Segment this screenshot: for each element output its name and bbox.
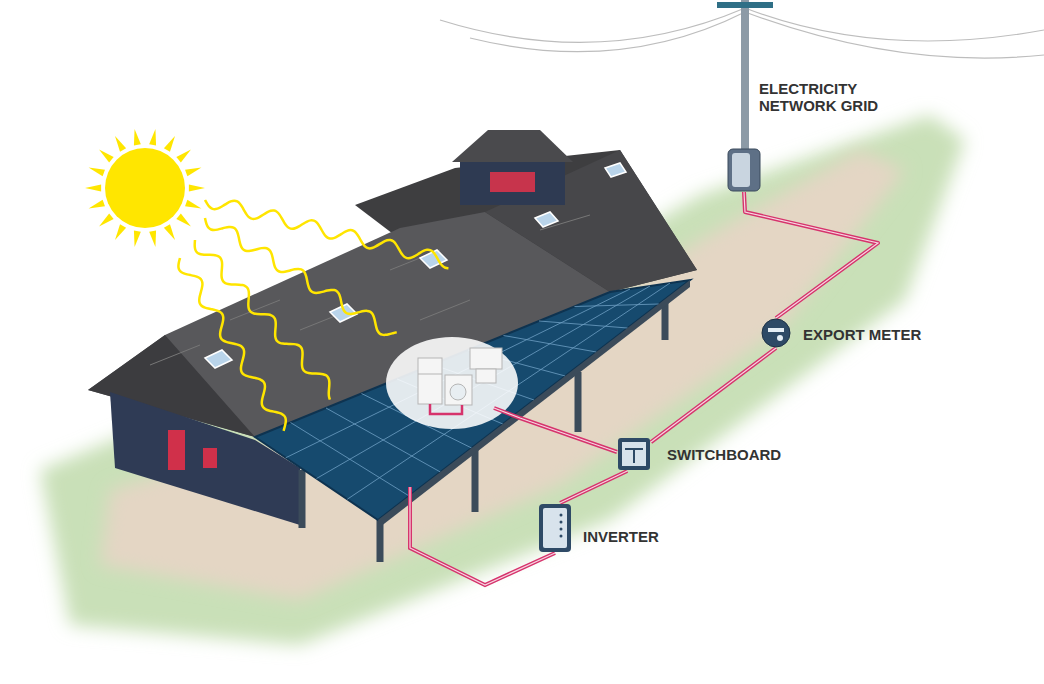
cable — [410, 404, 617, 585]
cable-highlight — [560, 471, 627, 503]
component-label: ELECTRICITY NETWORK GRID — [759, 80, 894, 114]
grid-connection-box: ELECTRICITY NETWORK GRID — [727, 148, 761, 192]
export-meter: EXPORT METER — [761, 318, 791, 348]
component-icon — [761, 318, 791, 348]
sun-rays — [178, 200, 448, 431]
cable — [744, 192, 878, 318]
component-icon — [538, 503, 572, 553]
appliances — [418, 348, 502, 405]
power-pole — [741, 0, 749, 150]
cable-group — [560, 471, 627, 503]
cupola-wall — [460, 160, 565, 205]
cupola-window — [490, 172, 535, 192]
power-line — [440, 8, 745, 42]
component-label: SWITCHBOARD — [667, 446, 781, 463]
component-label: EXPORT METER — [803, 326, 921, 343]
component-icon — [727, 148, 761, 192]
cupola-roof — [452, 130, 573, 162]
solar-panel-roof — [255, 280, 690, 520]
door — [168, 430, 185, 470]
window — [203, 448, 217, 468]
cable-group — [744, 192, 878, 318]
cable — [651, 348, 776, 442]
cable — [560, 471, 627, 503]
inverter: INVERTER — [538, 503, 572, 553]
cable-highlight — [651, 348, 776, 442]
power-line — [470, 12, 745, 52]
power-line — [745, 12, 1044, 58]
sun — [85, 129, 205, 247]
power-line — [745, 8, 1044, 41]
grass-ground — [40, 115, 965, 645]
panel-edge — [378, 280, 690, 527]
pole-crossarm — [717, 2, 773, 8]
panel-grid — [286, 283, 670, 499]
component-icon — [617, 437, 651, 471]
switchboard: SWITCHBOARD — [617, 437, 651, 471]
appliance-glow — [386, 337, 518, 429]
component-label: INVERTER — [583, 528, 659, 545]
cable-group — [651, 348, 776, 442]
cable-highlight — [744, 192, 878, 318]
